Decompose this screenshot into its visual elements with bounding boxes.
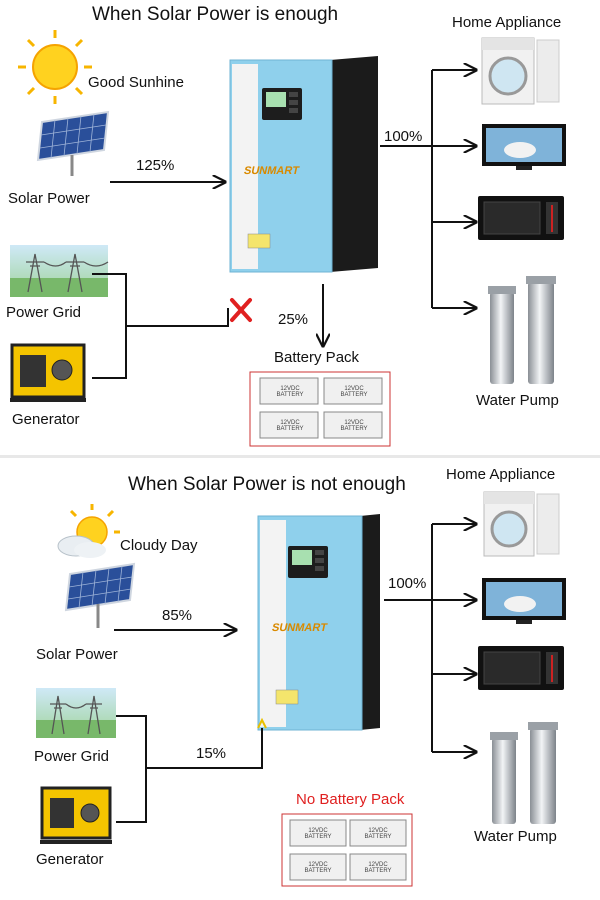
grid-to-inverter-line (146, 728, 263, 769)
battery-cell-label: 12VDC BATTERY (364, 828, 392, 840)
output-percent-label: 100% (384, 128, 423, 145)
washing-machine-icon (483, 491, 560, 557)
grid-to-inverter-line (126, 308, 229, 327)
battery-cell-label: 12VDC BATTERY (340, 386, 368, 398)
home-appliance-label: Home Appliance (446, 466, 556, 483)
inverter-unit (229, 56, 378, 273)
battery-pack-icon (281, 813, 413, 887)
generator-icon (40, 786, 112, 844)
power-grid-label: Power Grid (34, 748, 110, 765)
solar-panel-icon (36, 110, 110, 176)
washing-machine-icon (481, 37, 560, 105)
solar-power-label: Solar Power (36, 646, 118, 663)
bottom-section-title: When Solar Power is not enough (128, 474, 406, 495)
top-section-title: When Solar Power is enough (92, 4, 339, 25)
sun-condition-label: Good Sunhine (88, 74, 184, 91)
sun-condition-label: Cloudy Day (120, 537, 198, 554)
power-grid-icon (10, 245, 109, 297)
section-divider (0, 455, 600, 458)
brand-logo: SUNMART (270, 622, 329, 634)
output-percent-label: 100% (388, 575, 427, 592)
battery-cell-label: 12VDC BATTERY (304, 828, 332, 840)
battery-percent-label: 25% (278, 311, 309, 328)
generator-icon (10, 343, 86, 402)
tv-icon (482, 124, 566, 170)
power-grid-icon (36, 688, 116, 738)
solar-percent-label: 125% (136, 157, 175, 174)
battery-pack-label: Battery Pack (274, 349, 360, 366)
water-pump-icon (490, 722, 558, 824)
generator-label: Generator (36, 851, 104, 868)
cloudy-sun-icon (57, 504, 120, 558)
grid-percent-label: 15% (196, 745, 227, 762)
battery-cell-label: 12VDC BATTERY (276, 420, 304, 432)
battery-cell-label: 12VDC BATTERY (276, 386, 304, 398)
battery-cell-label: 12VDC BATTERY (304, 862, 332, 874)
generator-label: Generator (12, 411, 80, 428)
blocked-x-icon (230, 298, 252, 322)
tv-icon (482, 578, 566, 624)
home-appliance-label: Home Appliance (452, 14, 562, 31)
solar-panel-icon (64, 562, 136, 628)
battery-cell-label: 12VDC BATTERY (340, 420, 368, 432)
inverter-unit (257, 514, 380, 731)
no-battery-label: No Battery Pack (296, 791, 405, 808)
water-pump-icon (488, 276, 556, 384)
battery-pack-icon (249, 371, 391, 447)
sun-icon (18, 30, 92, 104)
grid-input-arrowhead (257, 717, 267, 729)
battery-cell-label: 12VDC BATTERY (364, 862, 392, 874)
solar-power-label: Solar Power (8, 190, 90, 207)
brand-logo: SUNMART (242, 165, 301, 177)
solar-percent-label: 85% (162, 607, 193, 624)
microwave-icon (478, 196, 564, 240)
microwave-icon (478, 646, 564, 690)
grid-generator-bus-line (116, 715, 147, 823)
power-grid-label: Power Grid (6, 304, 82, 321)
water-pump-label: Water Pump (476, 392, 559, 409)
water-pump-label: Water Pump (474, 828, 557, 845)
